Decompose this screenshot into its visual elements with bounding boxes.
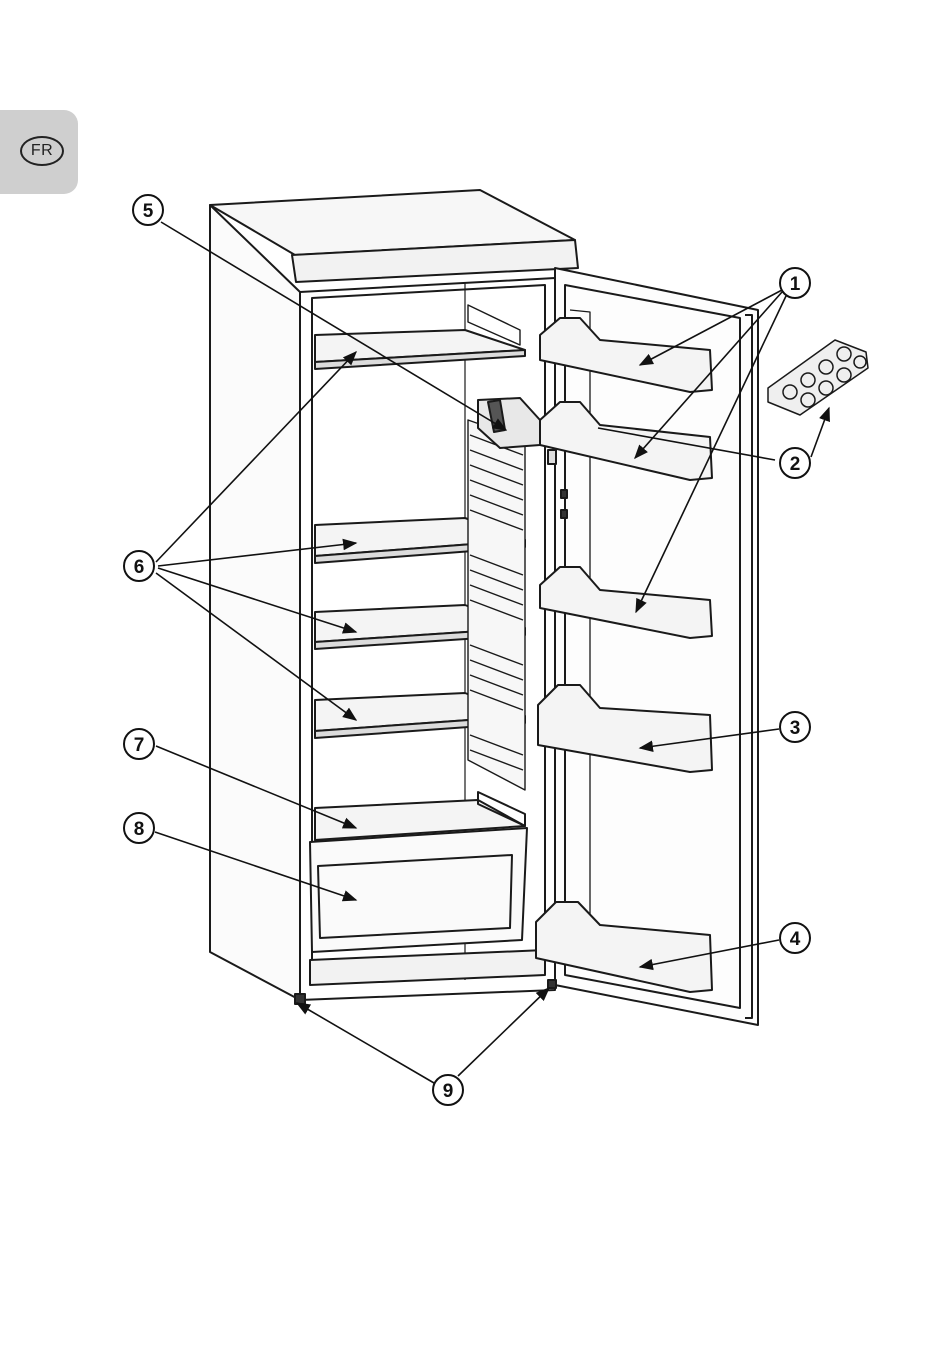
callout-6-label: 6 <box>134 557 145 578</box>
crisper-drawer <box>310 792 527 952</box>
callout-9: 9 <box>433 1075 463 1105</box>
callout-4-label: 4 <box>790 929 801 950</box>
callout-4: 4 <box>780 923 810 953</box>
callout-5: 5 <box>133 195 163 225</box>
callout-5-label: 5 <box>143 201 154 222</box>
callout-8-label: 8 <box>134 819 145 840</box>
callout-3: 3 <box>780 712 810 742</box>
callout-6: 6 <box>124 551 154 581</box>
callout-2: 2 <box>780 448 810 478</box>
callout-9-label: 9 <box>443 1081 454 1102</box>
callout-7: 7 <box>124 729 154 759</box>
adjustable-foot-left <box>295 994 305 1004</box>
callout-2-label: 2 <box>790 454 801 475</box>
adjustable-foot-right <box>548 980 556 988</box>
callout-1: 1 <box>780 268 810 298</box>
callout-1-label: 1 <box>790 274 801 295</box>
egg-tray <box>768 340 868 415</box>
callout-8: 8 <box>124 813 154 843</box>
callout-3-label: 3 <box>790 718 801 739</box>
callout-7-label: 7 <box>134 735 145 756</box>
